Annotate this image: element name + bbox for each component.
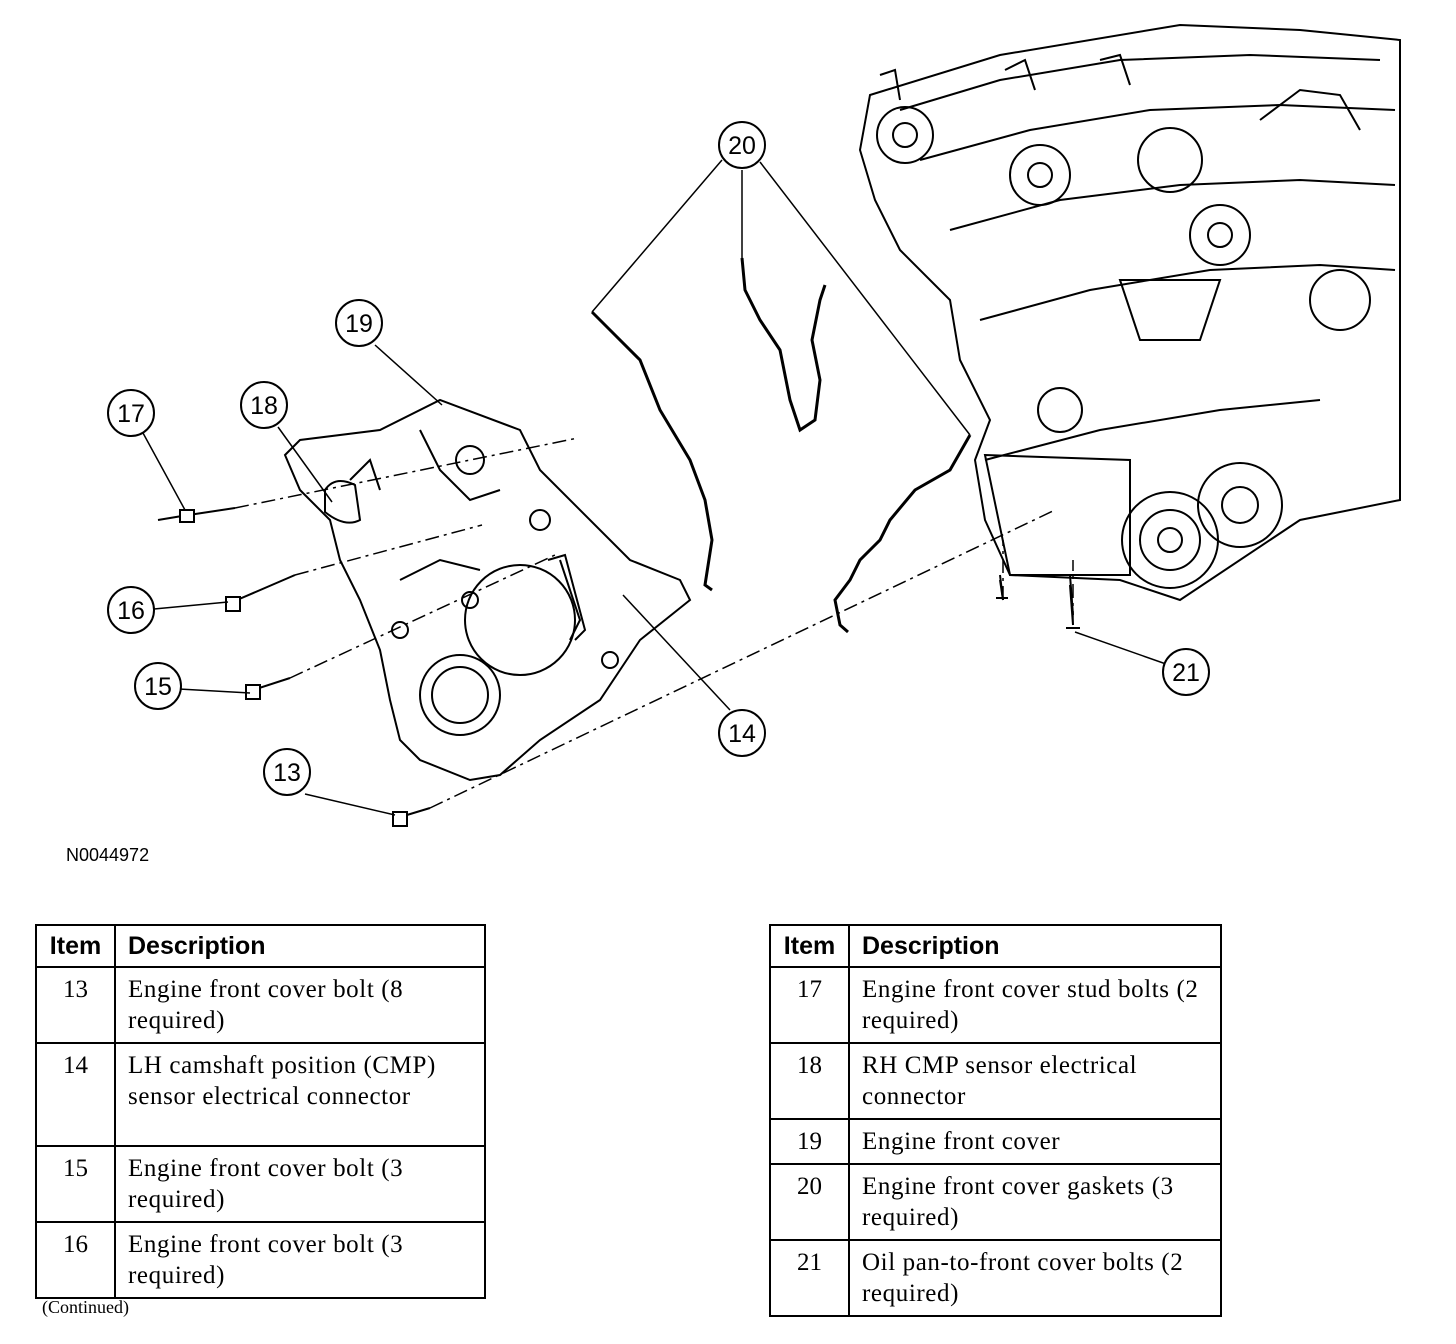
exploded-view-diagram: 13 14 15 16 17 18 19 20 21 xyxy=(107,23,1401,827)
legend-item-description: Engine front cover gaskets (3 required) xyxy=(848,1163,1222,1241)
svg-text:15: 15 xyxy=(144,673,172,701)
legend-item-number: 17 xyxy=(769,966,850,1044)
legend-row: 17 Engine front cover stud bolts (2 requ… xyxy=(769,966,1222,1044)
svg-text:17: 17 xyxy=(117,400,145,428)
callout-18: 18 xyxy=(240,381,288,429)
legend-row: 19 Engine front cover xyxy=(769,1118,1222,1165)
legend-item-description: Engine front cover stud bolts (2 require… xyxy=(848,966,1222,1044)
legend-header-row: Item Description xyxy=(35,924,486,968)
legend-item-number: 18 xyxy=(769,1042,850,1120)
legend-row: 14 LH camshaft position (CMP) sensor ele… xyxy=(35,1042,486,1147)
svg-text:21: 21 xyxy=(1172,659,1200,687)
svg-text:20: 20 xyxy=(728,132,756,160)
callout-16: 16 xyxy=(107,586,155,634)
callout-17: 17 xyxy=(107,389,155,437)
legend-item-description: LH camshaft position (CMP) sensor electr… xyxy=(114,1042,486,1147)
front-cover-gaskets-illustration xyxy=(590,257,972,634)
item-column-header: Item xyxy=(769,924,850,968)
engine-front-cover-illustration xyxy=(283,398,692,782)
legend-header-row: Item Description xyxy=(769,924,1222,968)
figure-id: N0044972 xyxy=(66,845,150,865)
alignment-lines xyxy=(234,437,1074,809)
callout-14: 14 xyxy=(718,709,766,757)
legend-row: 16 Engine front cover bolt (3 required) xyxy=(35,1221,486,1299)
legend-item-description: Engine front cover xyxy=(848,1118,1222,1165)
legend-item-number: 16 xyxy=(35,1221,116,1299)
legend-row: 20 Engine front cover gaskets (3 require… xyxy=(769,1163,1222,1241)
legend-item-description: Engine front cover bolt (3 required) xyxy=(114,1145,486,1223)
description-column-header: Description xyxy=(114,924,486,968)
callout-19: 19 xyxy=(335,299,383,347)
legend-item-number: 14 xyxy=(35,1042,116,1147)
svg-text:14: 14 xyxy=(728,720,756,748)
svg-text:13: 13 xyxy=(273,759,301,787)
item-column-header: Item xyxy=(35,924,116,968)
legend-table-right: Item Description 17 Engine front cover s… xyxy=(769,924,1222,1317)
svg-text:19: 19 xyxy=(345,310,373,338)
callout-13: 13 xyxy=(263,748,311,796)
svg-text:16: 16 xyxy=(117,597,145,625)
legend-item-number: 20 xyxy=(769,1163,850,1241)
continued-note: (Continued) xyxy=(42,1297,129,1317)
svg-text:18: 18 xyxy=(250,392,278,420)
legend-item-number: 21 xyxy=(769,1239,850,1317)
legend-item-description: RH CMP sensor electrical connector xyxy=(848,1042,1222,1120)
callout-15: 15 xyxy=(134,662,182,710)
legend-item-description: Oil pan-to-front cover bolts (2 required… xyxy=(848,1239,1222,1317)
bolt-illustrations xyxy=(157,507,1074,827)
callout-20: 20 xyxy=(718,121,766,169)
legend-row: 18 RH CMP sensor electrical connector xyxy=(769,1042,1222,1120)
callout-21: 21 xyxy=(1162,648,1210,696)
legend-row: 15 Engine front cover bolt (3 required) xyxy=(35,1145,486,1223)
legend-item-number: 13 xyxy=(35,966,116,1044)
legend-row: 21 Oil pan-to-front cover bolts (2 requi… xyxy=(769,1239,1222,1317)
legend-item-number: 19 xyxy=(769,1118,850,1165)
engine-block-illustration xyxy=(858,23,1401,629)
legend-item-number: 15 xyxy=(35,1145,116,1223)
legend-row: 13 Engine front cover bolt (8 required) xyxy=(35,966,486,1044)
legend-item-description: Engine front cover bolt (3 required) xyxy=(114,1221,486,1299)
description-column-header: Description xyxy=(848,924,1222,968)
leader-lines xyxy=(142,159,1167,816)
legend-table-left: Item Description 13 Engine front cover b… xyxy=(35,924,486,1299)
legend-item-description: Engine front cover bolt (8 required) xyxy=(114,966,486,1044)
